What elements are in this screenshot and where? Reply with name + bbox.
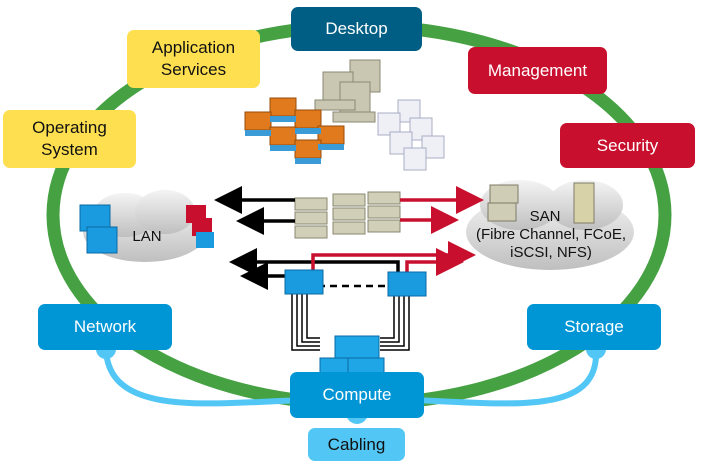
san-label: SAN [529,208,561,225]
desktop-box[interactable]: Desktop [291,7,422,51]
fabric-switch-icon [284,269,427,297]
operating-system-box[interactable]: Operating System [3,110,136,168]
network-label: Network [73,317,137,336]
cabling-label: Cabling [327,434,386,454]
virtual-desktop-icon [377,99,445,171]
lan-arrows [214,186,400,290]
network-box[interactable]: Network [38,304,172,350]
virtual-machine-app-os-icon [244,97,345,164]
application-services-box[interactable]: Application Services [127,30,260,88]
server-rack-icon [294,191,401,239]
san-protocols-label: (Fibre Channel, FCoE, iSCSI, NFS) [475,226,627,261]
operating-system-label: Operating System [32,118,107,159]
lan-switch-icon [79,204,214,254]
management-box[interactable]: Management [468,47,607,94]
cabling-box[interactable]: Cabling [308,428,405,461]
storage-array-icon [487,182,595,224]
san-arrows [311,186,484,276]
compute-label: Compute [322,385,392,404]
application-services-label: Application Services [151,38,236,79]
lan-label: LAN [132,228,162,245]
storage-box[interactable]: Storage [527,304,661,350]
storage-label: Storage [564,317,624,336]
compute-cables [291,285,410,351]
compute-box[interactable]: Compute [290,372,424,418]
desktop-pcs-icon [314,59,381,123]
desktop-label: Desktop [325,19,388,38]
security-box[interactable]: Security [560,123,695,168]
security-label: Security [596,135,659,155]
management-label: Management [487,60,588,80]
